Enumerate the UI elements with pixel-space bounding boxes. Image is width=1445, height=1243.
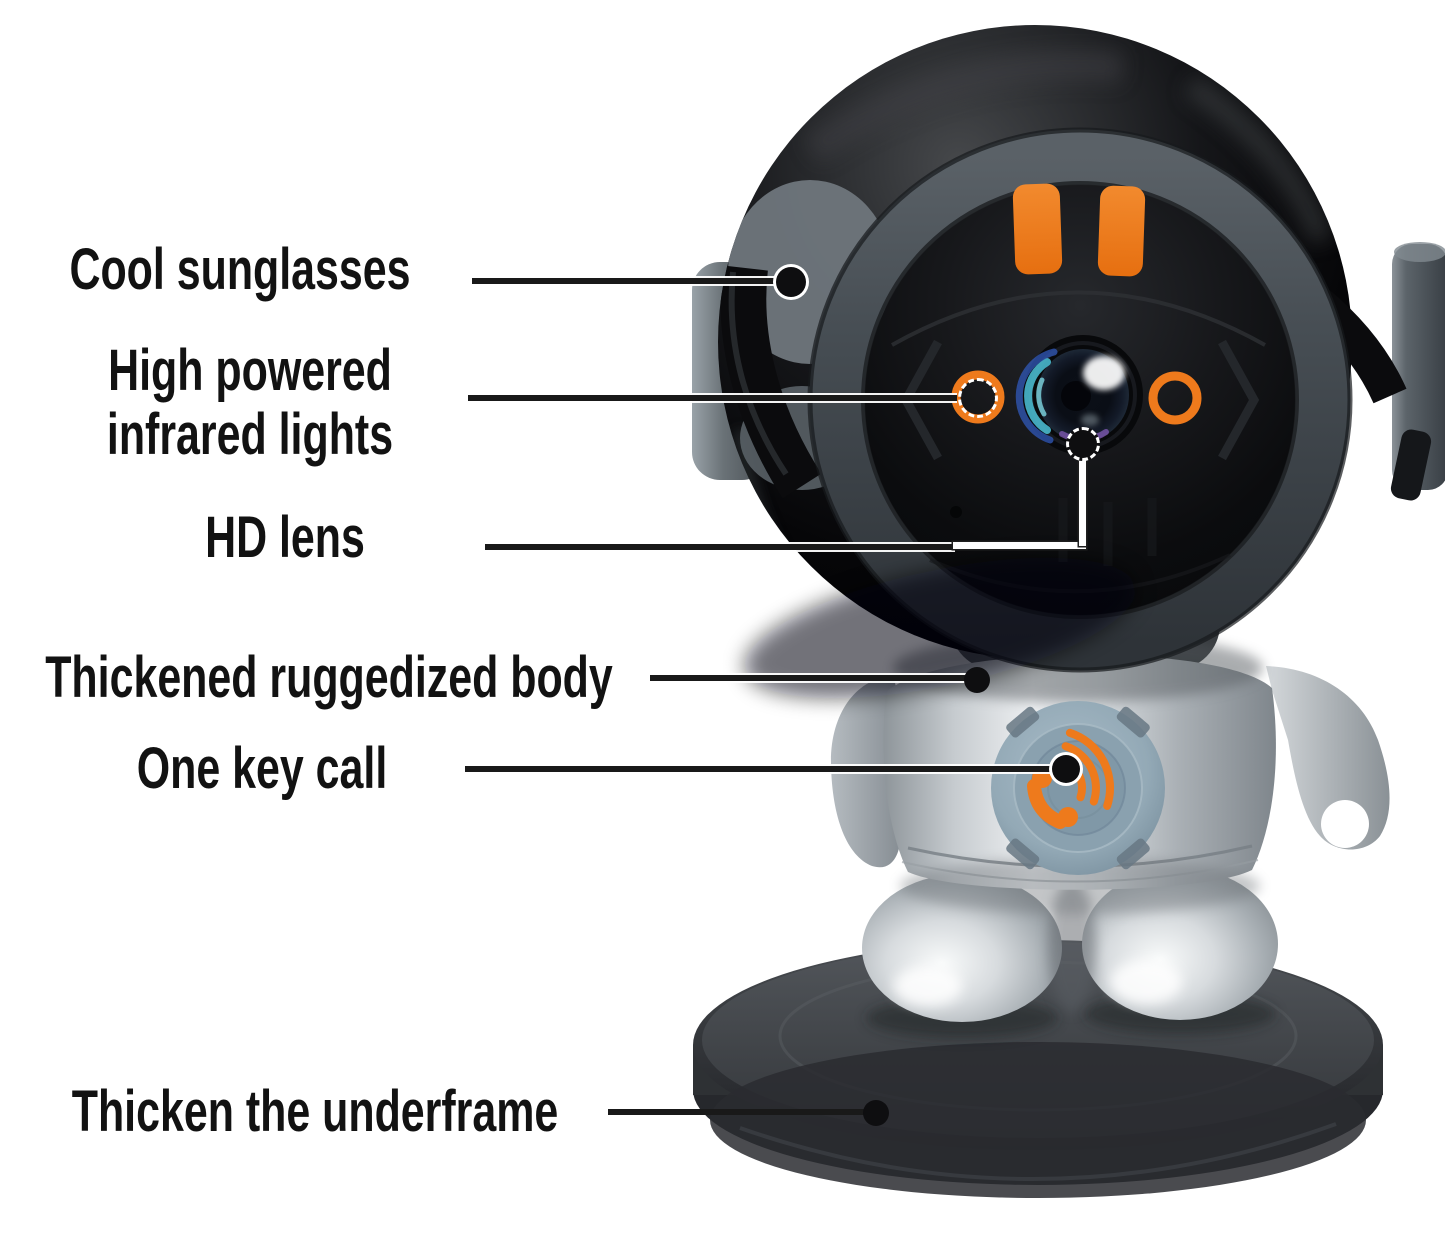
callout-dot-one-key-call bbox=[1052, 755, 1080, 783]
face-details bbox=[891, 290, 1266, 594]
label-infrared-lights: High powered infrared lights bbox=[106, 338, 394, 467]
label-cool-sunglasses: Cool sunglasses bbox=[69, 237, 411, 302]
callout-line-underframe bbox=[608, 1109, 864, 1115]
callout-circle-infrared bbox=[958, 378, 998, 418]
label-hd-lens: HD lens bbox=[205, 505, 365, 570]
callout-line-sunglasses bbox=[472, 278, 778, 284]
wing-right bbox=[1266, 666, 1390, 850]
callout-elbow-hd-lens-vertical bbox=[1079, 448, 1086, 546]
callout-line-body bbox=[650, 675, 966, 681]
callout-elbow-hd-lens-horizontal bbox=[953, 542, 1086, 549]
callout-line-infrared bbox=[468, 395, 957, 401]
callout-dot-underframe bbox=[863, 1100, 889, 1126]
orange-bar-right bbox=[1097, 185, 1146, 277]
callout-line-hd-lens bbox=[485, 544, 955, 550]
callout-line-one-key-call bbox=[465, 766, 1055, 772]
ear-right bbox=[1390, 242, 1445, 501]
callout-dot-hd-lens bbox=[1066, 427, 1100, 461]
callout-dot-sunglasses bbox=[776, 267, 806, 297]
orange-bar-left bbox=[1012, 183, 1063, 275]
label-one-key-call: One key call bbox=[136, 736, 388, 801]
infrared-ring-right bbox=[1148, 371, 1202, 425]
call-button bbox=[991, 701, 1165, 875]
label-ruggedized-body: Thickened ruggedized body bbox=[45, 645, 613, 710]
headband-left bbox=[720, 265, 822, 499]
hd-lens bbox=[1015, 335, 1143, 455]
label-underframe: Thicken the underframe bbox=[71, 1079, 559, 1144]
callout-dot-body bbox=[964, 667, 990, 693]
